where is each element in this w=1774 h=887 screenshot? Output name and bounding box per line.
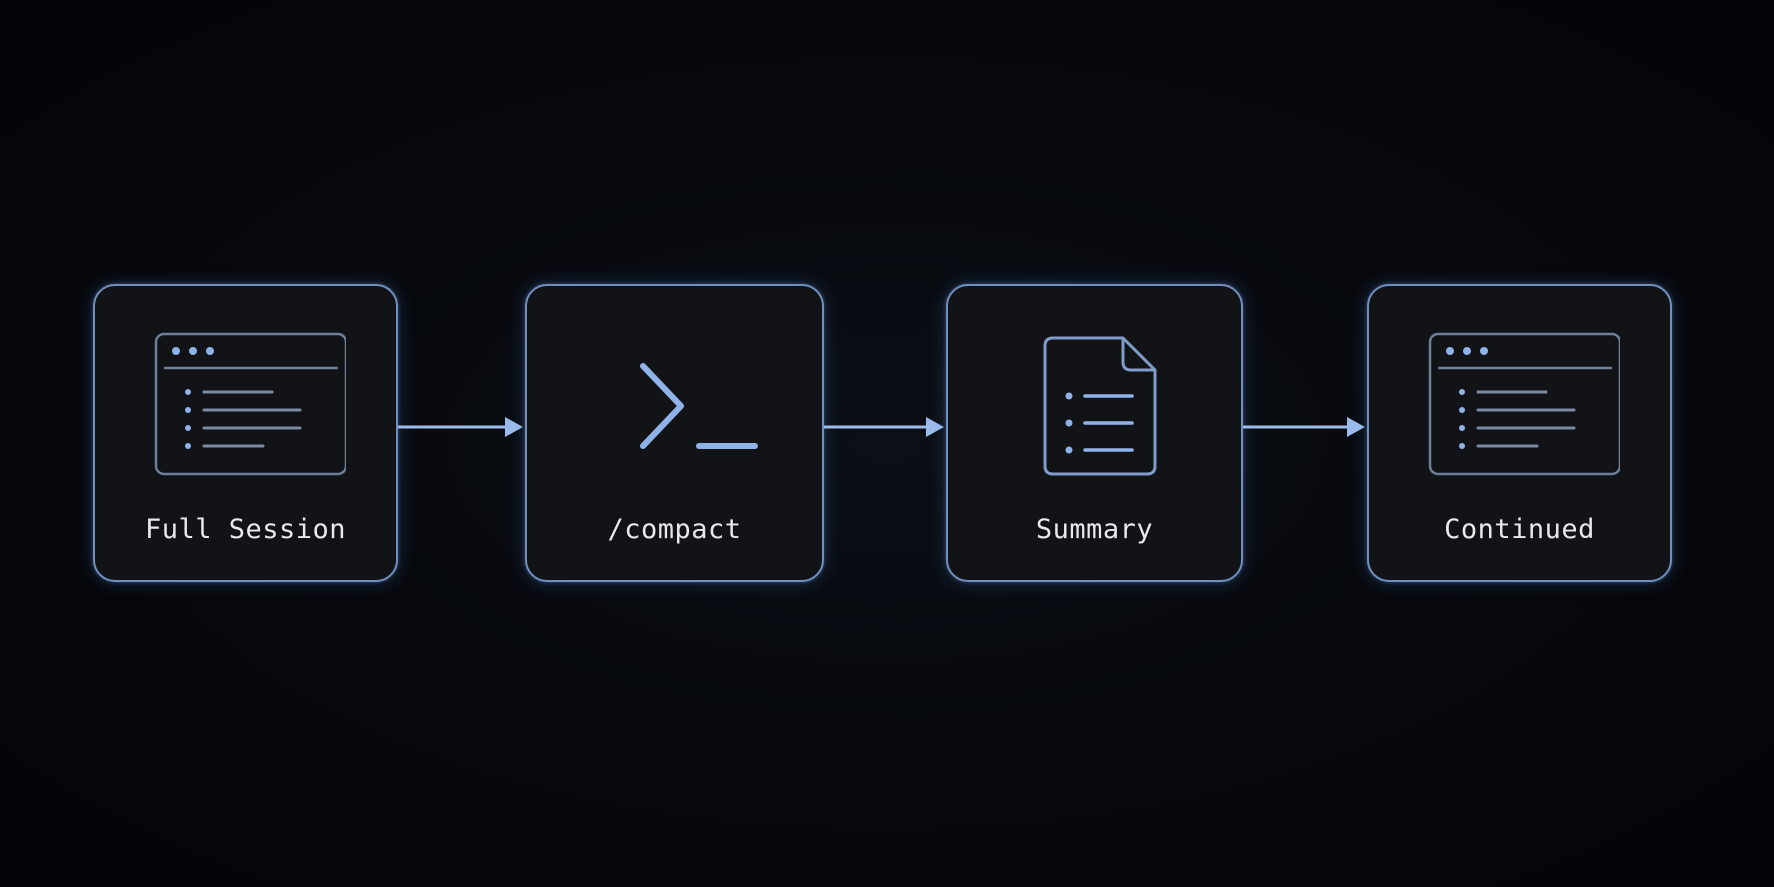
document-list-icon: [1043, 336, 1156, 476]
flow-arrow: [824, 417, 944, 437]
step-card-continued: Continued: [1367, 284, 1672, 582]
flow-arrow: [398, 417, 523, 437]
step-card-compact: /compact: [525, 284, 824, 582]
step-label: /compact: [607, 514, 742, 545]
step-card-full-session: Full Session: [93, 284, 398, 582]
command-prompt-icon: [639, 363, 758, 449]
terminal-window-icon: [154, 332, 346, 476]
flow-arrow: [1243, 417, 1365, 437]
step-card-summary: Summary: [946, 284, 1243, 582]
terminal-window-icon: [1428, 332, 1620, 476]
step-label: Full Session: [144, 514, 347, 545]
step-label: Continued: [1444, 514, 1595, 545]
step-label: Summary: [1035, 514, 1154, 545]
